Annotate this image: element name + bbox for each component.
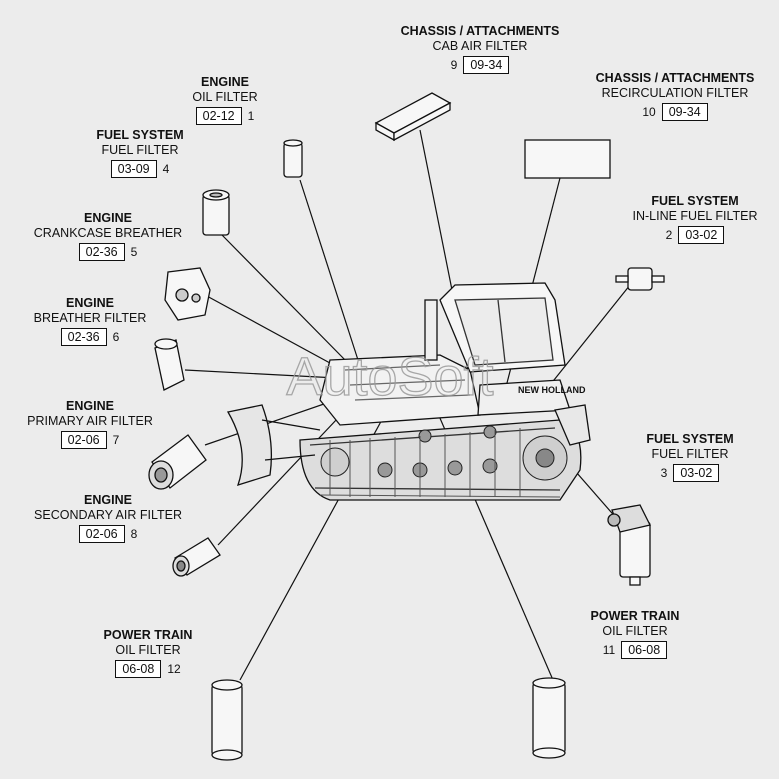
watermark-text: AutoSoft [286, 347, 493, 407]
callout-4: FUEL SYSTEM FUEL FILTER 03-09 4 [75, 128, 205, 178]
callout-system: ENGINE [201, 75, 249, 89]
section-ref-box: 02-06 [60, 431, 107, 449]
callout-1: ENGINE OIL FILTER 02-12 1 [165, 75, 285, 125]
callout-9: CHASSIS / ATTACHMENTS CAB AIR FILTER 9 09… [380, 24, 580, 74]
callout-number: 12 [167, 661, 181, 676]
power-train-oil-filter-12-illustration [211, 679, 243, 761]
callout-system: FUEL SYSTEM [96, 128, 184, 142]
callout-part: SECONDARY AIR FILTER [34, 508, 182, 522]
machine-brand-label: NEW HOLLAND [518, 385, 586, 395]
callout-6: ENGINE BREATHER FILTER 02-36 6 [20, 296, 160, 346]
breather-filter-illustration [154, 338, 185, 391]
callout-number: 10 [642, 104, 656, 119]
fuel-filter-4-illustration [202, 189, 230, 236]
callout-system: FUEL SYSTEM [646, 432, 734, 446]
callout-10: CHASSIS / ATTACHMENTS RECIRCULATION FILT… [575, 71, 775, 121]
callout-8: ENGINE SECONDARY AIR FILTER 02-06 8 [18, 493, 198, 543]
callout-part: RECIRCULATION FILTER [601, 86, 749, 100]
section-ref-box: 09-34 [463, 56, 510, 74]
callout-part: CAB AIR FILTER [432, 39, 528, 53]
callout-11: POWER TRAIN OIL FILTER 11 06-08 [565, 609, 705, 659]
section-ref-box: 06-08 [621, 641, 668, 659]
callout-system: POWER TRAIN [590, 609, 680, 623]
callout-part: BREATHER FILTER [33, 311, 147, 325]
power-train-oil-filter-11-illustration [532, 677, 566, 759]
fuel-filter-3-illustration [607, 504, 651, 586]
callout-number: 3 [660, 465, 668, 480]
section-ref-box: 03-02 [678, 226, 725, 244]
callout-part: OIL FILTER [192, 90, 258, 104]
engine-oil-filter-illustration [283, 139, 303, 178]
callout-system: POWER TRAIN [103, 628, 193, 642]
callout-system: CHASSIS / ATTACHMENTS [595, 71, 755, 85]
callout-number: 4 [162, 161, 170, 176]
callout-part: CRANKCASE BREATHER [33, 226, 183, 240]
callout-5: ENGINE CRANKCASE BREATHER 02-36 5 [18, 211, 198, 261]
secondary-air-filter-illustration [172, 537, 221, 577]
section-ref-box: 03-09 [110, 160, 157, 178]
callout-number: 8 [130, 526, 138, 541]
primary-air-filter-illustration [148, 434, 207, 490]
callout-system: CHASSIS / ATTACHMENTS [400, 24, 560, 38]
callout-number: 7 [112, 432, 120, 447]
section-ref-box: 02-36 [78, 243, 125, 261]
crankcase-breather-illustration [164, 267, 211, 321]
dozer-illustration [226, 282, 591, 501]
callout-2: FUEL SYSTEM IN-LINE FUEL FILTER 2 03-02 [615, 194, 775, 244]
callout-system: ENGINE [66, 399, 114, 413]
section-ref-box: 03-02 [673, 464, 720, 482]
callout-part: FUEL FILTER [651, 447, 729, 461]
callout-part: IN-LINE FUEL FILTER [632, 209, 758, 223]
callout-part: PRIMARY AIR FILTER [27, 414, 153, 428]
callout-number: 9 [450, 57, 458, 72]
callout-12: POWER TRAIN OIL FILTER 06-08 12 [78, 628, 218, 678]
callout-part: OIL FILTER [115, 643, 181, 657]
section-ref-box: 06-08 [115, 660, 162, 678]
callout-number: 5 [130, 244, 138, 259]
callout-part: FUEL FILTER [101, 143, 179, 157]
callout-system: ENGINE [84, 493, 132, 507]
callout-system: FUEL SYSTEM [651, 194, 739, 208]
section-ref-box: 02-06 [78, 525, 125, 543]
callout-7: ENGINE PRIMARY AIR FILTER 02-06 7 [10, 399, 170, 449]
callout-number: 11 [602, 642, 616, 657]
callout-number: 2 [665, 227, 673, 242]
callout-system: ENGINE [84, 211, 132, 225]
callout-part: OIL FILTER [602, 624, 668, 638]
section-ref-box: 02-36 [60, 328, 107, 346]
callout-number: 6 [112, 329, 120, 344]
section-ref-box: 02-12 [195, 107, 242, 125]
inline-fuel-filter-illustration [615, 267, 665, 291]
callout-number: 1 [247, 108, 255, 123]
recirculation-filter-illustration [524, 139, 611, 179]
section-ref-box: 09-34 [661, 103, 708, 121]
callout-system: ENGINE [66, 296, 114, 310]
callout-3: FUEL SYSTEM FUEL FILTER 3 03-02 [625, 432, 755, 482]
cab-air-filter-illustration [374, 92, 452, 142]
